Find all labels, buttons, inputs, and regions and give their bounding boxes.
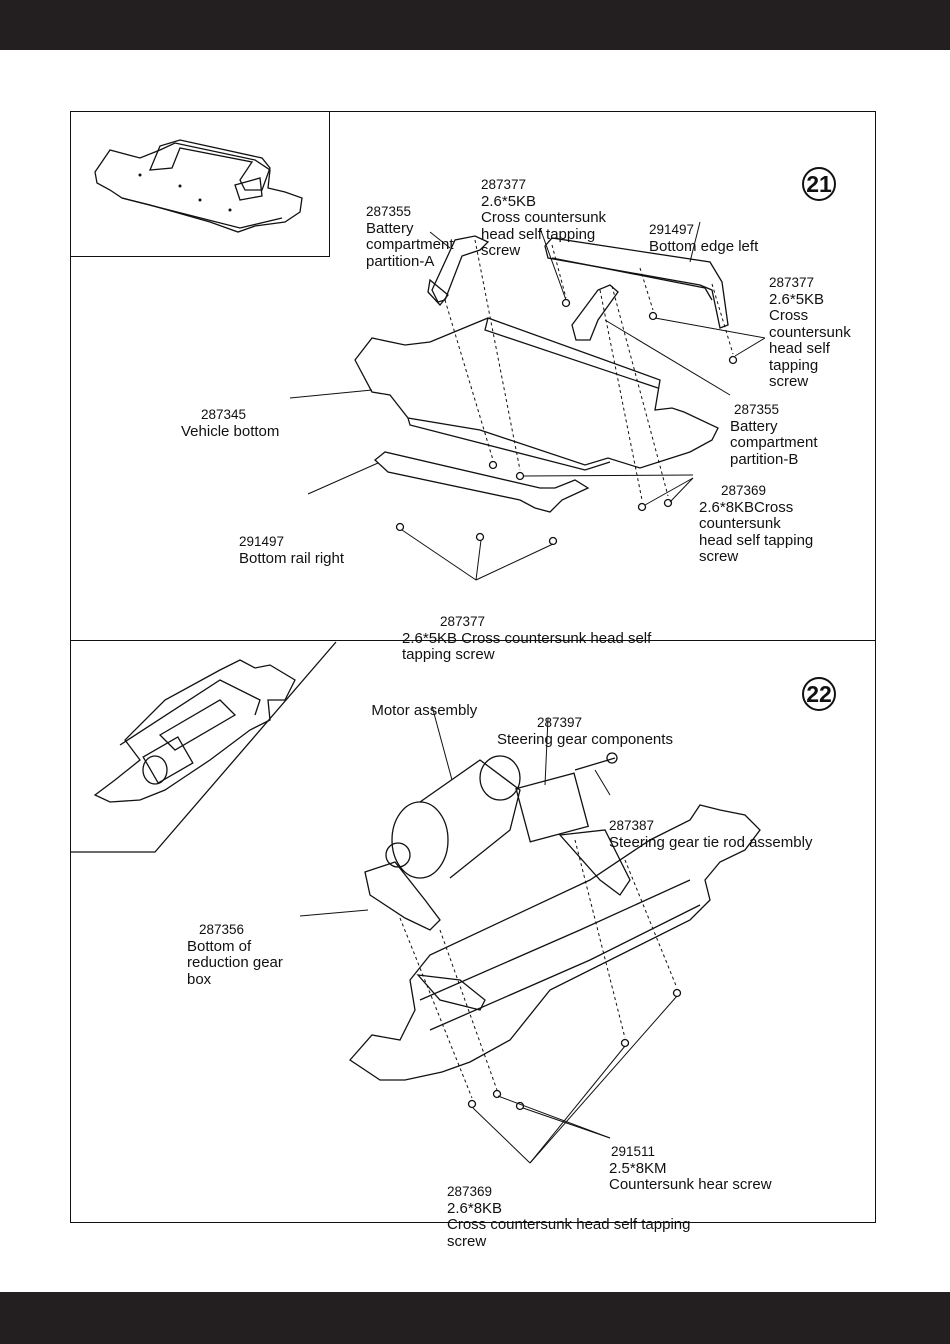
- footer-bar: [0, 1292, 950, 1344]
- step21-inset-box: [70, 111, 330, 257]
- header-bar: [0, 0, 950, 50]
- step-number-21: 21: [802, 167, 836, 201]
- label-motor-assembly: Motor assembly: [371, 701, 478, 719]
- step21-inset-drawing: [94, 139, 303, 233]
- instruction-frame: [70, 111, 876, 1223]
- step-divider: [70, 640, 876, 641]
- step-number-22: 22: [802, 677, 836, 711]
- step22-inset-drawing: [70, 641, 337, 853]
- step22-main-drawing: [299, 705, 761, 1164]
- step21-main-drawing: [289, 221, 766, 581]
